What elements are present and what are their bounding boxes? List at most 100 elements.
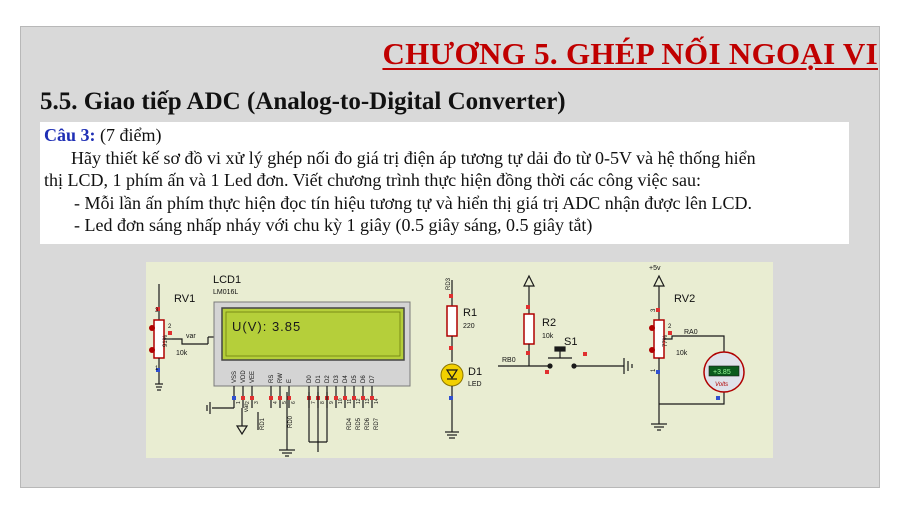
rv1-pin1: 1: [155, 366, 159, 372]
rv2-percent: 77%: [663, 334, 669, 347]
lcd-pin-label: VEE: [250, 371, 256, 383]
lcd-pin-marker: [352, 396, 356, 400]
r2-name: R2: [542, 317, 556, 329]
r1-pin-marker: [449, 294, 453, 298]
lcd-pin-label: D4: [343, 375, 349, 383]
lcd-display-text: U(V): 3.85: [232, 319, 301, 334]
lcd-model: LM016L: [213, 289, 238, 296]
voltmeter-pin-marker: [716, 396, 720, 400]
lcd-pin-number: 3: [254, 401, 260, 404]
rv2-pin3: 3: [651, 308, 657, 312]
lcd-pin-number: 10: [338, 398, 344, 404]
lcd-name: LCD1: [213, 274, 241, 286]
d1-name: D1: [468, 366, 482, 378]
rv1-name: RV1: [174, 293, 195, 305]
question-bullet-2: - Led đơn sáng nhấp nháy với chu kỳ 1 gi…: [74, 215, 593, 235]
rv2-pin2: 2: [668, 324, 672, 330]
rv2-supply-label: +5v: [649, 265, 661, 272]
rv2-adjust-dot: [649, 347, 655, 353]
rv1-wiper-label: var: [186, 333, 196, 340]
lcd-pin-marker: [361, 396, 365, 400]
r1-net-label: RD3: [446, 277, 452, 290]
s1-pin-marker: [545, 370, 549, 374]
s1-pushbutton: [498, 346, 633, 374]
question-line-1: Hãy thiết kế sơ đồ vi xử lý ghép nối đo …: [71, 147, 756, 168]
s1-name: S1: [564, 336, 577, 348]
rv1-pin-marker: [168, 331, 172, 335]
lcd-pin-marker: [269, 396, 273, 400]
net-label-rd4: RD4: [347, 417, 353, 430]
lcd-pin-label: D2: [325, 375, 331, 383]
circuit-schematic: RV1 3 2 1 var 91% 10k LCD1 LM016L U(V): …: [146, 262, 773, 458]
rv1-adjust-dot: [149, 325, 155, 331]
rv1-potentiometer: [153, 284, 216, 391]
rv2-potentiometer: [651, 274, 725, 431]
rv2-pin1: 1: [651, 368, 657, 372]
rv1-percent: 91%: [163, 334, 169, 347]
lcd-pin-marker: [287, 396, 291, 400]
lcd-pin-number: 2: [245, 401, 251, 404]
question-label: Câu 3:: [44, 125, 96, 145]
net-label-rd0: RD0: [288, 415, 294, 428]
r1-name: R1: [463, 307, 477, 319]
r2-pin-marker: [526, 351, 530, 355]
r1-pin-marker: [449, 346, 453, 350]
lcd-pin-number: 6: [291, 401, 297, 404]
lcd-pin-number: 5: [282, 401, 288, 404]
lcd-pin-label: D0: [307, 375, 313, 383]
lcd-bottom-wiring: [206, 392, 328, 457]
question-line-2: thị LCD, 1 phím ấn và 1 Led đơn. Viết ch…: [44, 170, 702, 190]
d1-led: [440, 363, 464, 439]
rv2-name: RV2: [674, 293, 695, 305]
lcd-pin-number: 8: [320, 401, 326, 404]
rv1-pin2: 2: [168, 324, 172, 330]
voltmeter-reading: +3.85: [713, 369, 731, 376]
lcd-pin-label: D6: [361, 375, 367, 383]
section-title: 5.5. Giao tiếp ADC (Analog-to-Digital Co…: [40, 88, 566, 115]
lcd-pin-number: 4: [273, 401, 279, 404]
question-box: Câu 3: (7 điểm) Hãy thiết kế sơ đồ vi xử…: [40, 122, 849, 244]
lcd-pin-number: 7: [311, 401, 317, 404]
net-label-rd5: RD5: [356, 417, 362, 430]
rv2-pin-marker: [656, 370, 660, 374]
lcd-pin-number: 13: [365, 398, 371, 404]
net-label-rd7: RD7: [374, 417, 380, 430]
lcd-pin-label: RS: [269, 375, 275, 383]
chapter-title: CHƯƠNG 5. GHÉP NỐI NGOẠI VI: [382, 36, 878, 71]
lcd-pin-label: RW: [278, 373, 284, 383]
lcd-pin-label: D7: [370, 375, 376, 383]
lcd-pin-label: D1: [316, 375, 322, 383]
net-label-rd6: RD6: [365, 417, 371, 430]
rv2-net-label: RA0: [684, 329, 698, 336]
lcd-pin-label: VDD: [241, 370, 247, 383]
r1-value: 220: [463, 323, 475, 330]
net-label-rd1: RD1: [260, 417, 266, 430]
lcd-pin-label: VSS: [232, 371, 238, 383]
rv1-adjust-dot: [149, 347, 155, 353]
lcd-pin-marker: [343, 396, 347, 400]
lcd-pin-label: D3: [334, 375, 340, 383]
rv2-pin-marker: [656, 308, 660, 312]
d1-pin-marker: [449, 396, 453, 400]
lcd-pin-number: 1: [236, 401, 242, 404]
s1-pin-marker: [583, 352, 587, 356]
lcd-pin-marker: [278, 396, 282, 400]
d1-type: LED: [468, 381, 482, 388]
question-header: Câu 3: (7 điểm): [44, 124, 843, 147]
rv1-pin3: 3: [155, 308, 159, 314]
question-bullet-1: - Mỗi lần ấn phím thực hiện đọc tín hiệu…: [74, 192, 752, 213]
voltmeter: [703, 351, 745, 393]
rv2-adjust-dot: [649, 325, 655, 331]
rv2-pin-marker: [668, 331, 672, 335]
r2-pin-marker: [526, 305, 530, 309]
lcd-pin-marker: [241, 396, 245, 400]
lcd-pin-marker: [334, 396, 338, 400]
net-label-var: var: [244, 404, 250, 412]
lcd-pin-number: 9: [329, 401, 335, 404]
lcd-pin-number: 14: [374, 398, 380, 404]
lcd-pin-marker: [250, 396, 254, 400]
lcd-pin-number: 11: [347, 399, 353, 404]
s1-net-label: RB0: [502, 357, 516, 364]
lcd-pin-label: E: [287, 379, 293, 383]
question-points: (7 điểm): [100, 125, 162, 145]
